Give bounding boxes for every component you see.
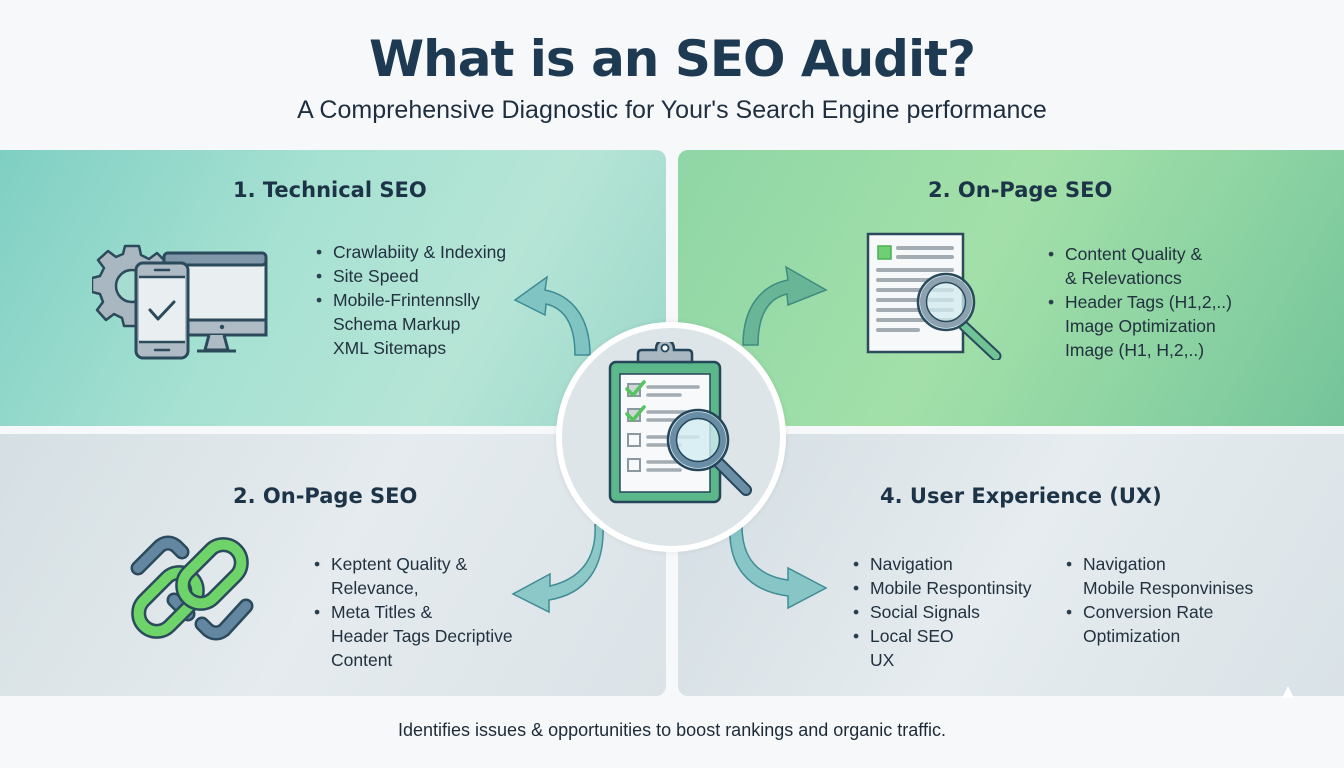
center-badge <box>556 322 786 552</box>
list-item: Crawlabiity & Indexing <box>314 240 506 264</box>
list-item: Header Tags Decriptive <box>331 626 513 646</box>
curved-arrow-down-right-icon <box>729 526 828 610</box>
curved-arrow-up-right-icon <box>742 265 828 346</box>
list-item: Navigation <box>851 552 1031 576</box>
list-item: Local SEO <box>851 624 1031 648</box>
page-subtitle: A Comprehensive Diagnostic for Your's Se… <box>297 96 1047 124</box>
list-item: Schema Markup <box>333 314 461 334</box>
on-page-seo-links-list: Keptent Quality & Relevance, Meta Titles… <box>312 552 513 672</box>
panel-title: 2. On-Page SEO <box>233 484 418 508</box>
chain-link-icon <box>130 535 254 641</box>
list-item: Header Tags (H1,2,..) <box>1046 290 1232 314</box>
list-item: Content <box>331 650 393 670</box>
panel-on-page-seo: 2. On-Page SEO Content Quality & & Relev… <box>678 150 1344 426</box>
footer-caption: Identifies issues & opportunities to boo… <box>398 720 946 740</box>
list-item: UX <box>870 650 895 670</box>
list-item: & Relevationcs <box>1065 268 1182 288</box>
gear-phone-monitor-icon <box>92 244 268 360</box>
ux-list-left: Navigation Mobile Respontinsity Social S… <box>851 552 1031 672</box>
list-item: Optimization <box>1083 626 1181 646</box>
panel-title: 1. Technical SEO <box>233 178 427 202</box>
list-item: XML Sitemaps <box>333 338 447 358</box>
list-item: Meta Titles & <box>312 600 513 624</box>
header: What is an SEO Audit? A Comprehensive Di… <box>0 0 1344 148</box>
list-item: Keptent Quality & <box>312 552 513 576</box>
panel-on-page-seo-links: 2. On-Page SEO Keptent Quality & Relevan… <box>0 434 666 696</box>
list-item: Mobile Responvinises <box>1083 578 1254 598</box>
list-item: Social Signals <box>851 600 1031 624</box>
list-item: Site Speed <box>314 264 506 288</box>
page-title: What is an SEO Audit? <box>368 30 976 88</box>
ux-list-right: Navigation Mobile Responvinises Conversi… <box>1064 552 1253 648</box>
list-item: Conversion Rate <box>1064 600 1253 624</box>
decorative-notch <box>1282 686 1294 698</box>
document-magnifier-icon <box>866 232 1002 360</box>
list-item: Navigation <box>1064 552 1253 576</box>
list-item: Image (H1, H,2,..) <box>1065 340 1205 360</box>
curved-arrow-up-left-icon <box>513 275 591 356</box>
list-item: Image Optimization <box>1065 316 1216 336</box>
panel-title: 2. On-Page SEO <box>928 178 1113 202</box>
clipboard-checklist-magnifier-icon <box>608 342 752 504</box>
list-item: Mobile-Frintennslly <box>314 288 506 312</box>
list-item: Mobile Respontinsity <box>851 576 1031 600</box>
list-item: Relevance, <box>331 578 419 598</box>
technical-seo-list: Crawlabiity & Indexing Site Speed Mobile… <box>314 240 506 360</box>
on-page-seo-list: Content Quality & & Relevationcs Header … <box>1046 242 1232 362</box>
panel-title: 4. User Experience (UX) <box>880 484 1162 508</box>
panel-user-experience: 4. User Experience (UX) Navigation Mobil… <box>678 434 1344 696</box>
list-item: Content Quality & <box>1046 242 1232 266</box>
curved-arrow-down-left-icon <box>511 524 604 614</box>
panel-technical-seo: 1. Technical SEO Crawlabiity & Indexing … <box>0 150 666 426</box>
